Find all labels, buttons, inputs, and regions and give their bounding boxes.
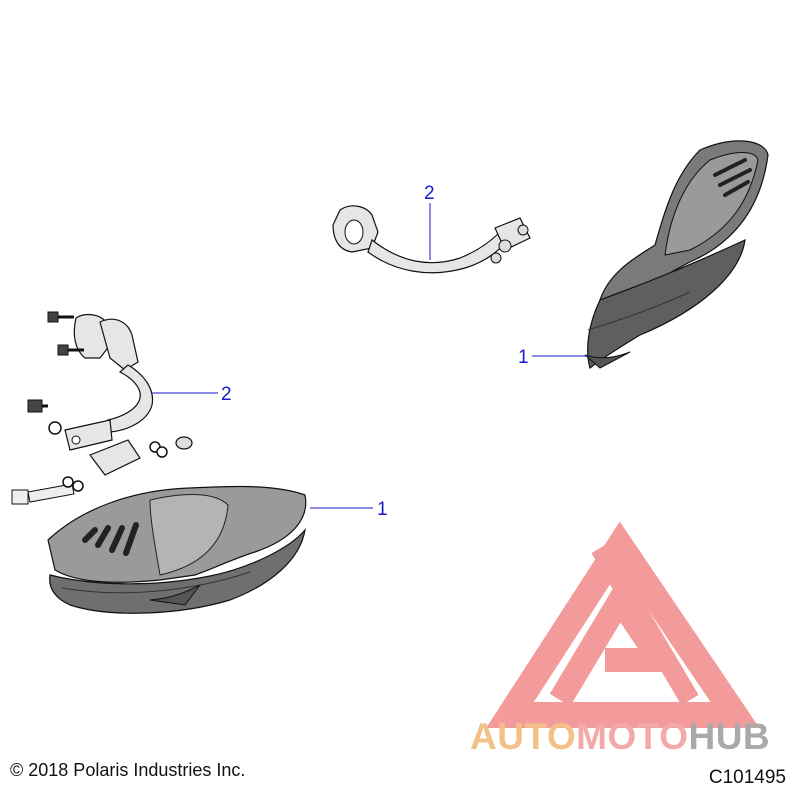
copyright-text: © 2018 Polaris Industries Inc. [10,760,246,780]
bolt-icon [57,344,84,356]
bolt-icon [47,311,74,323]
handguard-bracket-lower [64,313,154,476]
handguard-upper-right [584,140,769,370]
washer-icon [62,476,84,492]
hardware-group [11,311,193,505]
handguard-lower-left [47,485,307,614]
callout-1-upper: 1 [518,347,529,368]
callout-2-lower: 2 [221,384,232,405]
callout-1-lower: 1 [377,499,388,520]
spacer-icon [175,436,193,450]
watermark-moto: MOTO [576,716,689,757]
handguard-bracket-upper [332,205,531,274]
watermark-hub: HUB [688,716,771,757]
watermark-logo-icon [486,521,760,728]
washer-icon [48,421,62,435]
callout-2-upper: 2 [424,183,435,204]
bolt-icon [27,399,48,413]
long-bolt-icon [11,483,75,505]
watermark-auto: AUTO [470,716,577,757]
washer-icon [149,441,168,458]
figure-id: C101495 [708,767,786,788]
watermark-text: AUTOMOTOHUB [470,716,770,758]
